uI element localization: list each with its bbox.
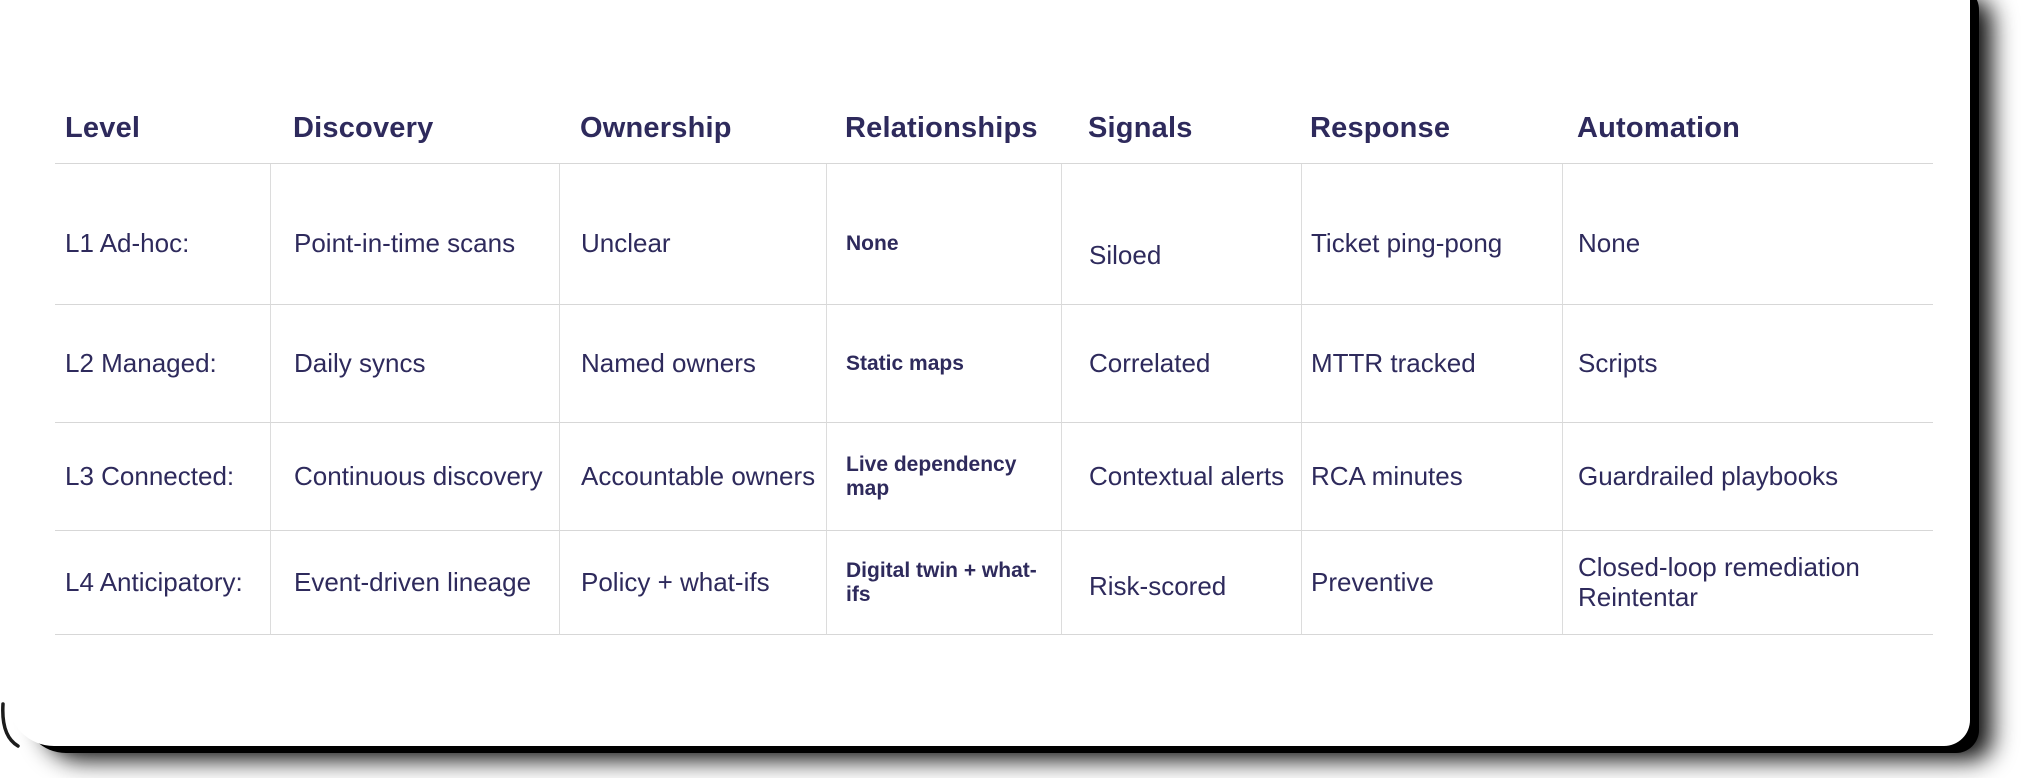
table-cell: Ticket ping-pong	[1301, 164, 1562, 305]
page-curl-decoration	[1, 702, 20, 748]
table-cell: Daily syncs	[270, 305, 559, 423]
header-cell-level: Level	[55, 94, 270, 164]
header-cell-response: Response	[1301, 94, 1562, 164]
table-cell: Policy + what-ifs	[559, 531, 826, 635]
table-cell: Static maps	[826, 305, 1061, 423]
table-cell: Digital twin + what-ifs	[826, 531, 1061, 635]
header-cell-signals: Signals	[1061, 94, 1301, 164]
row-label: L1 Ad-hoc:	[55, 164, 270, 305]
table-cell: Preventive	[1301, 531, 1562, 635]
table-cell: Named owners	[559, 305, 826, 423]
header-cell-ownership: Ownership	[559, 94, 826, 164]
table-cell: Continuous discovery	[270, 423, 559, 531]
maturity-matrix-table: Level Discovery Ownership Relationships …	[55, 94, 1933, 635]
table-cell: Guardrailed playbooks	[1562, 423, 1933, 531]
table-cell: Contextual alerts	[1061, 423, 1301, 531]
table-cell: Closed-loop remediation Reintentar	[1562, 531, 1933, 635]
table-cell: Unclear	[559, 164, 826, 305]
table-cell: MTTR tracked	[1301, 305, 1562, 423]
table-cell: Scripts	[1562, 305, 1933, 423]
table-cell: Siloed	[1061, 164, 1301, 305]
row-label: L2 Managed:	[55, 305, 270, 423]
table-cell: None	[826, 164, 1061, 305]
table-cell: Live dependency map	[826, 423, 1061, 531]
row-label: L3 Connected:	[55, 423, 270, 531]
header-cell-automation: Automation	[1562, 94, 1933, 164]
table-cell: RCA minutes	[1301, 423, 1562, 531]
row-label: L4 Anticipatory:	[55, 531, 270, 635]
table-cell: None	[1562, 164, 1933, 305]
table-cell: Correlated	[1061, 305, 1301, 423]
header-cell-discovery: Discovery	[270, 94, 559, 164]
header-cell-relationships: Relationships	[826, 94, 1061, 164]
table-cell: Event-driven lineage	[270, 531, 559, 635]
document-page: Level Discovery Ownership Relationships …	[8, 0, 1970, 746]
table-cell: Risk-scored	[1061, 531, 1301, 635]
table-cell: Point-in-time scans	[270, 164, 559, 305]
table-cell: Accountable owners	[559, 423, 826, 531]
